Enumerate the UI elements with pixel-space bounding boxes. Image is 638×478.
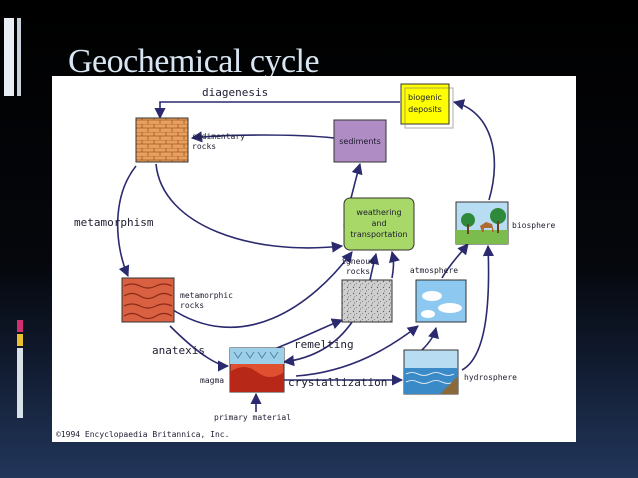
biogenic-label-2: deposits	[408, 105, 442, 114]
hydrosphere-label: hydrosphere	[464, 373, 517, 382]
sedimentary-rocks-image	[135, 117, 189, 163]
anatexis-label: anatexis	[152, 344, 205, 357]
arrow-sedimentary-to-metamorphic	[116, 165, 137, 278]
weathering-label-1: weathering	[356, 208, 401, 217]
arrow-sedimentary-to-weathering	[155, 163, 344, 253]
flow-arrows	[116, 99, 496, 412]
sediments-label: sediments	[339, 137, 380, 146]
metamorphic-label-2: rocks	[180, 301, 204, 310]
igneous-label-2: rocks	[346, 267, 370, 276]
metamorphic-label-1: metamorphic	[180, 291, 233, 300]
weathering-label-3: transportation	[350, 230, 407, 239]
decor-bar	[4, 18, 14, 96]
metamorphism-label: metamorphism	[74, 216, 154, 229]
remelting-label: remelting	[294, 338, 354, 351]
arrow-sediments-to-sedimentary	[190, 131, 335, 143]
arrow-remelting-to-atmosphere	[295, 325, 419, 377]
geochemical-cycle-diagram: biogenic deposits sediments weathering a…	[56, 83, 556, 439]
magma-image	[229, 347, 285, 393]
sidebar-decoration	[0, 0, 30, 478]
arrow-hydrosphere-to-atmosphere	[421, 326, 439, 351]
weathering-label-2: and	[371, 219, 386, 228]
sediments-box: sediments	[333, 119, 387, 163]
arrow-magma-to-igneous	[271, 318, 344, 351]
arrow-atmosphere-to-biosphere	[441, 243, 469, 279]
biosphere-image	[455, 201, 509, 245]
atmosphere-image	[415, 279, 467, 323]
decor-bar	[17, 18, 21, 96]
slide-title: Geochemical cycle	[68, 43, 320, 80]
sedimentary-label-2: rocks	[192, 142, 216, 151]
arrow-biogenic-to-sedimentary	[154, 101, 400, 120]
biosphere-label: biosphere	[512, 221, 556, 230]
sedimentary-label-1: sedimentary	[192, 132, 245, 141]
magma-label: magma	[200, 376, 224, 385]
igneous-rocks-image	[341, 279, 393, 323]
arrow-metamorphic-to-magma	[169, 325, 230, 372]
weathering-box: weathering and transportation	[343, 197, 415, 251]
biogenic-deposits-box: biogenic deposits	[400, 83, 454, 129]
metamorphic-rocks-image	[121, 277, 175, 323]
crystallization-label: crystallization	[288, 376, 387, 389]
diagram-panel: biogenic deposits sediments weathering a…	[52, 76, 576, 442]
atmosphere-label: atmosphere	[410, 266, 458, 275]
primary-material-label: primary material	[214, 413, 291, 422]
igneous-label-1: igneous	[341, 257, 375, 266]
diagenesis-label: diagenesis	[202, 86, 268, 99]
hydrosphere-image	[403, 349, 459, 395]
decor-bar	[17, 320, 23, 332]
decor-bar	[17, 348, 23, 418]
arrow-hydrosphere-to-biosphere	[461, 244, 494, 371]
arrow-igneous-to-weathering	[368, 252, 379, 281]
arrow-biosphere-to-biogenic	[452, 99, 496, 201]
arrow-metamorphic-to-weathering	[169, 251, 353, 328]
arrow-igneous-to-magma	[282, 321, 353, 367]
copyright-label: ©1994 Encyclopaedia Britannica, Inc.	[56, 430, 229, 439]
decor-bar	[17, 334, 23, 346]
arrow-atmosphere-to-weathering	[389, 250, 400, 279]
biogenic-label-1: biogenic	[408, 93, 442, 102]
